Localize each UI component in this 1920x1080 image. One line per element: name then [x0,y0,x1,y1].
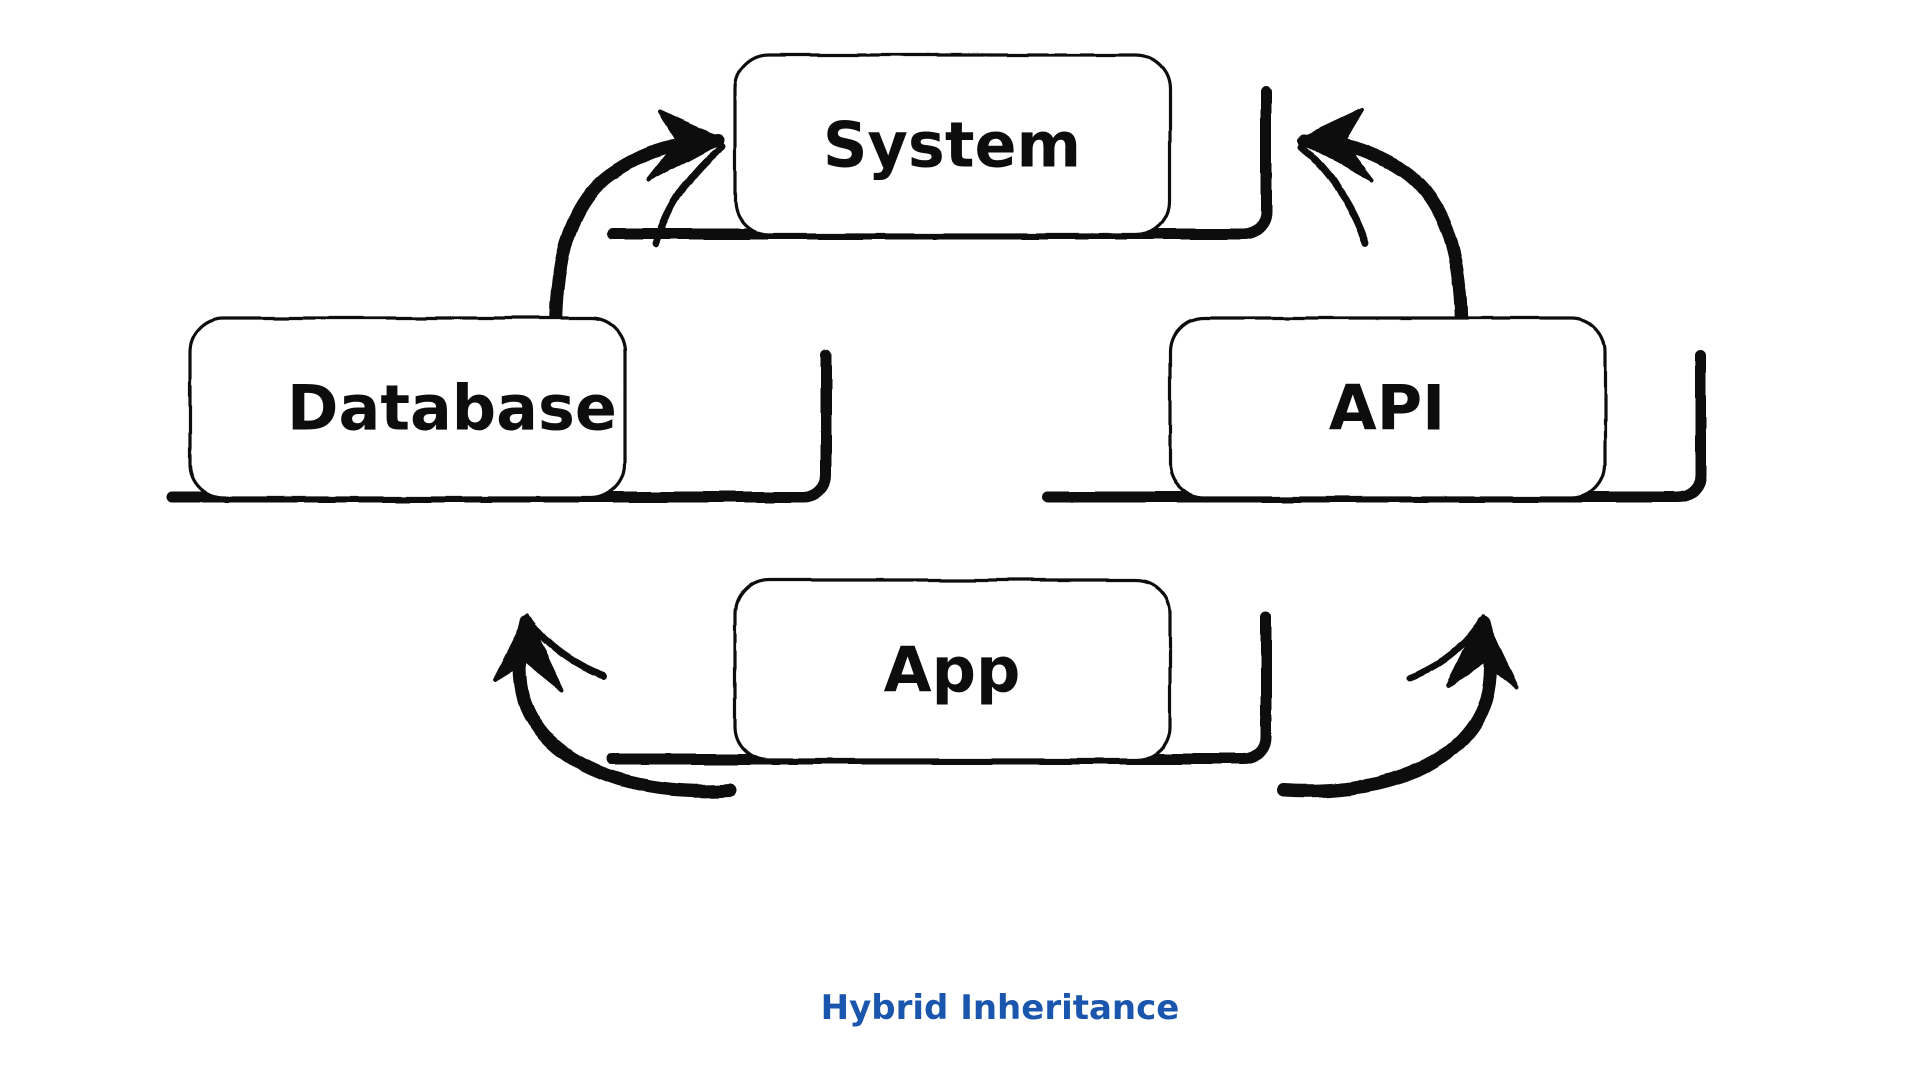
node-app[interactable]: App [733,578,1172,762]
node-app-label: App [884,634,1021,707]
node-app-box[interactable] [733,578,1172,762]
node-api-box[interactable] [1168,316,1607,500]
nodes-layer: System API App Database [188,53,1607,762]
node-api[interactable]: API [1168,316,1607,500]
edges-layer [493,108,1519,798]
edge-app-to-database [493,614,737,798]
node-system-box[interactable] [733,53,1172,237]
node-database-box[interactable] [188,316,627,500]
node-shadows-layer [166,86,1707,765]
node-system[interactable]: System [733,53,1172,237]
node-database[interactable]: Database [188,316,627,500]
node-system-label: System [823,109,1081,182]
node-database-label: Database [287,372,617,445]
node-api-label: API [1329,372,1446,445]
edge-app-to-api [1276,614,1519,798]
diagram-caption: Hybrid Inheritance [821,988,1180,1028]
